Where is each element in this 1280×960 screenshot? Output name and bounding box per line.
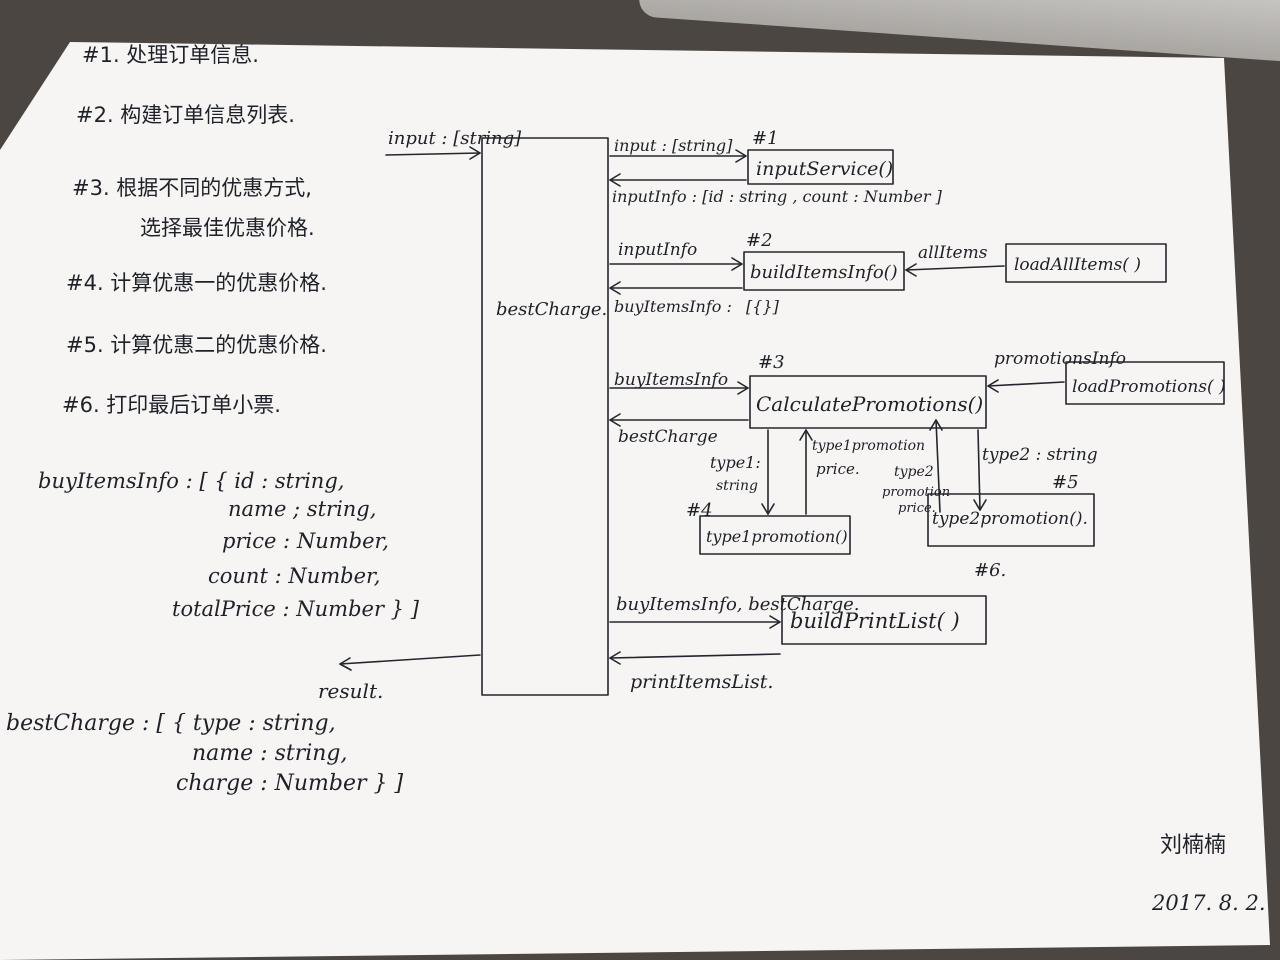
type1-promotion-box — [699, 515, 851, 555]
main-best-charge-label: bestCharge. — [496, 299, 607, 320]
result-label: result. — [318, 679, 383, 703]
buy-items-info-structure: buyItemsInfo : [ { id : string, name ; s… — [38, 469, 420, 621]
load-promotions-label: loadPromotions( ) — [1072, 377, 1226, 397]
buy-items-return-label-2: [{}] — [746, 297, 780, 316]
arrow-head — [609, 413, 621, 427]
signature-date: 2017. 8. 2. — [1151, 891, 1266, 915]
structure-line: name ; string, — [228, 497, 376, 521]
promotions-info-label: promotionsInfo — [994, 349, 1126, 369]
step-1: #1. 处理订单信息. — [82, 43, 259, 67]
type2-promotion-box — [927, 493, 1095, 547]
tag-1: #1 — [752, 128, 779, 149]
step-4: #4. 计算优惠一的优惠价格. — [66, 271, 327, 295]
structure-line: bestCharge : [ { type : string, — [6, 711, 336, 736]
step-3: #3. 根据不同的优惠方式, — [72, 176, 312, 200]
type1-promotion-label: type1promotion() — [706, 527, 848, 546]
best-charge-return-label: bestCharge — [618, 427, 718, 447]
tag-3: #3 — [758, 352, 785, 373]
load-all-items-box — [1005, 243, 1167, 283]
arrow-head — [769, 615, 781, 629]
buy-items-n3-label: buyItemsInfo — [614, 370, 728, 390]
type1-string-label: type1: — [710, 453, 761, 472]
step-2: #2. 构建订单信息列表. — [76, 103, 295, 127]
input-info-n2-label: inputInfo — [618, 240, 697, 260]
arrow-head — [799, 429, 813, 441]
type2-string-label: type2 : string — [982, 445, 1098, 465]
arrow-n6-to-main — [609, 653, 781, 659]
structure-line: name : string, — [192, 741, 348, 766]
arrow-head — [609, 281, 621, 295]
step-3-cont: 选择最佳优惠价格. — [140, 216, 315, 240]
type2-price-label-3: price. — [898, 501, 936, 516]
type2-price-label: type2 — [894, 464, 934, 480]
input-arrow — [385, 152, 481, 156]
arrow-head — [735, 149, 747, 163]
tag-2: #2 — [746, 230, 773, 251]
step-list: #1. 处理订单信息. #2. 构建订单信息列表. #3. 根据不同的优惠方式,… — [62, 43, 327, 417]
best-charge-structure: bestCharge : [ { type : string, name : s… — [6, 711, 404, 796]
input-main-label: input : [string] — [388, 128, 522, 149]
arrow-head — [905, 263, 917, 277]
arrow-head — [973, 499, 987, 511]
print-items-list-label: printItemsList. — [630, 671, 773, 693]
arrow-head — [761, 503, 775, 515]
calculate-promotions-label: CalculatePromotions() — [756, 392, 983, 416]
structure-line: price : Number, — [222, 529, 389, 553]
structure-line: charge : Number } ] — [176, 771, 404, 796]
main-best-charge-box — [481, 137, 609, 696]
build-items-info-box — [743, 251, 905, 291]
signature-name: 刘楠楠 — [1160, 833, 1226, 858]
arrow-head — [987, 379, 999, 393]
build-print-list-box — [781, 595, 987, 645]
arrow-load-to-n2 — [905, 265, 1005, 271]
arrow-head — [731, 257, 743, 271]
input-service-box — [747, 149, 894, 185]
step-6: #6. 打印最后订单小票. — [62, 393, 281, 417]
type1-price-label: type1promotion — [812, 438, 925, 454]
arrow-head — [737, 381, 749, 395]
structure-line: totalPrice : Number } ] — [172, 597, 420, 621]
type1-string-label-2: string — [716, 478, 758, 494]
all-items-label: allItems — [918, 243, 988, 263]
arrow-loadpromo-to-n3 — [987, 381, 1065, 387]
step-5: #5. 计算优惠二的优惠价格. — [66, 333, 327, 357]
n6-input-label: buyItemsInfo, bestCharge. — [616, 594, 859, 615]
paper-sheet — [0, 42, 1270, 960]
structure-line: count : Number, — [208, 564, 380, 588]
load-all-items-label: loadAllItems( ) — [1014, 255, 1141, 275]
type1-price-label-2: price. — [816, 460, 860, 478]
arrow-head — [609, 651, 621, 665]
calculate-promotions-box — [749, 375, 987, 429]
input-n1-label: input : [string] — [614, 136, 733, 155]
arrow-head — [609, 173, 621, 187]
type2-promotion-label: type2promotion(). — [932, 509, 1088, 529]
load-promotions-box — [1065, 361, 1225, 405]
arrow-n5-to-n3 — [935, 419, 941, 513]
tag-5: #5 — [1052, 472, 1079, 493]
input-service-label: inputService() — [756, 158, 893, 180]
arrow-head — [339, 657, 352, 671]
tag-6: #6. — [974, 560, 1006, 581]
arrow-head — [929, 419, 943, 431]
structure-line: buyItemsInfo : [ { id : string, — [38, 469, 344, 493]
input-info-return-label: inputInfo : [id : string , count : Numbe… — [612, 187, 943, 206]
build-print-list-label: buildPrintList( ) — [790, 609, 960, 633]
result-arrow — [339, 654, 481, 665]
arrow-head — [469, 146, 481, 160]
buy-items-return-label: buyItemsInfo : — [614, 297, 732, 316]
arrow-n3-to-n5 — [977, 429, 981, 511]
type2-price-label-2: promotion — [882, 485, 950, 500]
build-items-info-label: buildItemsInfo() — [750, 262, 898, 283]
